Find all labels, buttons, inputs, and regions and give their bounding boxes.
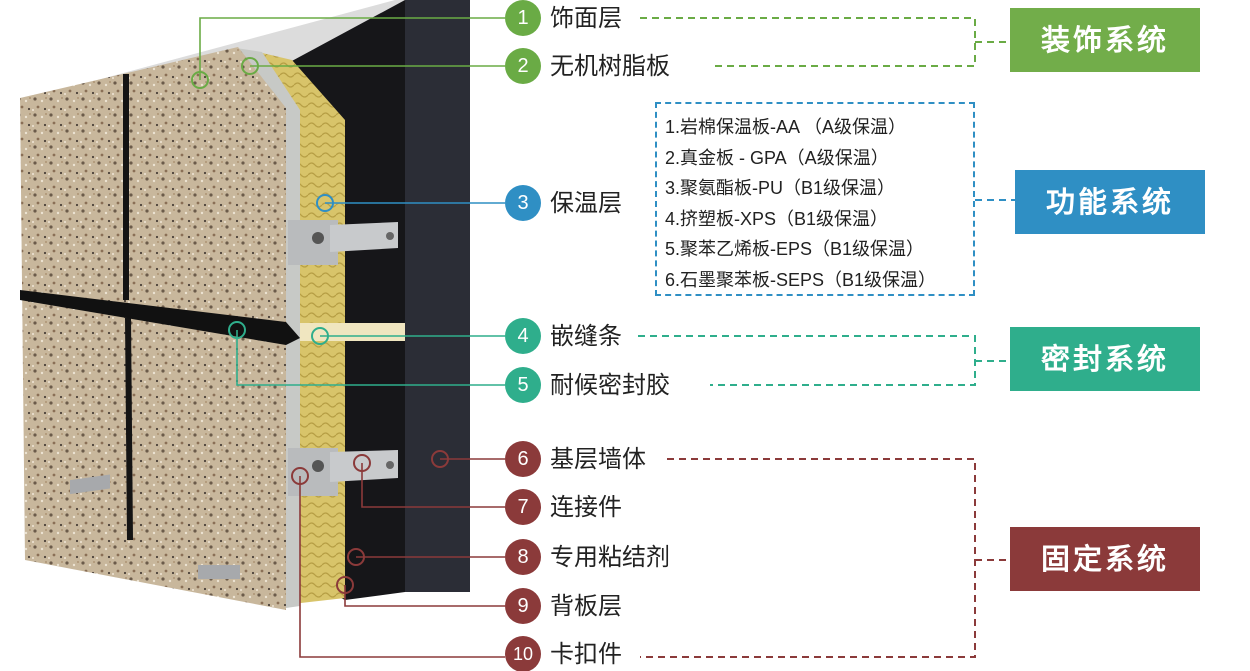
layer-6-number: 6 [505,441,541,477]
sealing-strip [300,323,405,341]
insulation-option: 4.挤塑板-XPS（B1级保温） [665,208,889,229]
insulation-option: 6.石墨聚苯板-SEPS（B1级保温） [665,269,937,290]
layer-9-label: 背板层 [550,592,622,620]
layer-7-number: 7 [505,489,541,525]
layer-6-label: 基层墙体 [550,445,646,473]
layer-1-label: 饰面层 [550,4,622,32]
layer-8-label: 专用粘结剂 [550,543,670,571]
function-system-box: 功能系统 [1015,170,1205,234]
insulation-option: 3.聚氨酯板-PU（B1级保温） [665,178,896,198]
decoration-system-box: 装饰系统 [1010,8,1200,72]
insulation-option: 5.聚苯乙烯板-EPS（B1级保温） [665,239,925,259]
clip-bottom-left [70,474,110,495]
layer-5-number: 5 [505,367,541,403]
base-wall-front [405,0,470,592]
layer-2-number: 2 [505,48,541,84]
layer-9-number: 9 [505,588,541,624]
layer-4-number: 4 [505,318,541,354]
panel-joint-vertical-bottom [125,317,133,541]
facade-panel [20,47,286,610]
layer-3-label: 保温层 [550,189,622,217]
bracket-upper [288,220,398,265]
layer-8-number: 8 [505,539,541,575]
insulation-option: 2.真金板 - GPA（A级保温） [665,147,889,168]
layer-5-label: 耐候密封胶 [550,371,670,399]
clip-bottom-right [198,565,240,579]
layer-4-label: 嵌缝条 [550,322,622,350]
insulation-options-box: 1.岩棉保温板-AA （A级保温） 2.真金板 - GPA（A级保温） 3.聚氨… [655,102,975,296]
layer-3-number: 3 [505,185,541,221]
bracket-lower [288,448,398,496]
layer-10-label: 卡扣件 [550,640,622,668]
fixing-system-box: 固定系统 [1010,527,1200,591]
layer-1-number: 1 [505,0,541,36]
layer-10-number: 10 [505,636,541,671]
layer-2-label: 无机树脂板 [550,52,670,80]
layer-7-label: 连接件 [550,493,622,521]
sealing-system-box: 密封系统 [1010,327,1200,391]
insulation-option: 1.岩棉保温板-AA （A级保温） [665,117,907,137]
